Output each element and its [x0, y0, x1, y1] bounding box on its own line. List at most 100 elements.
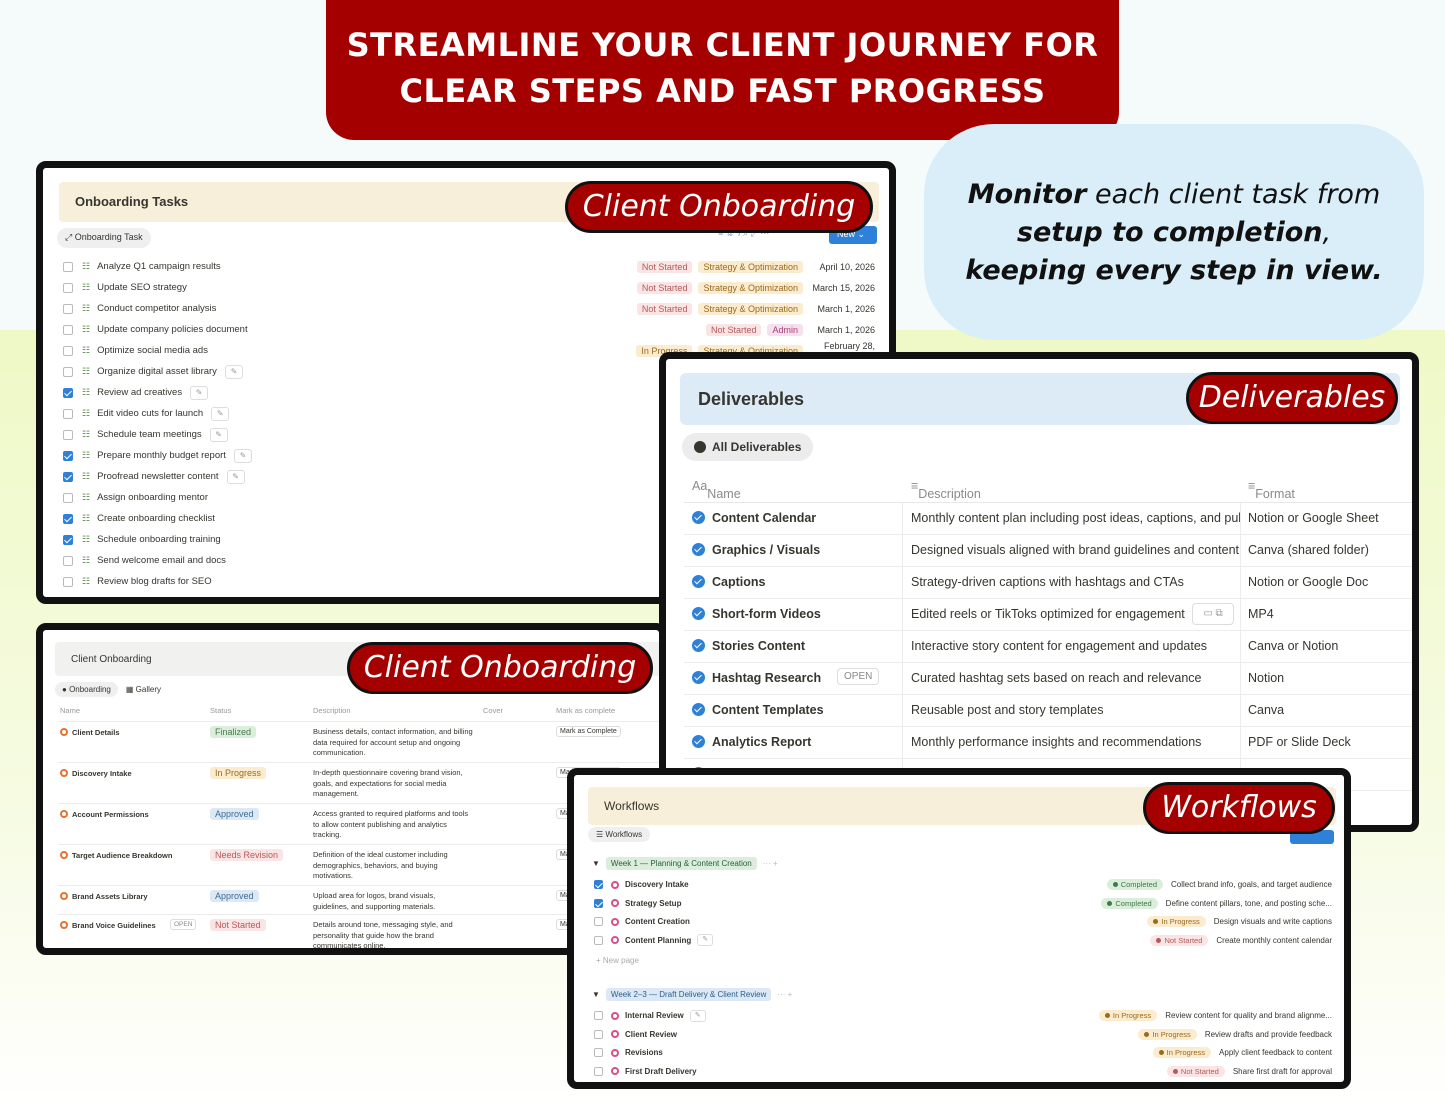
chevron-down-icon[interactable]: ▼: [592, 990, 600, 999]
task-checkbox[interactable]: [63, 450, 73, 461]
more-icon[interactable]: ··· +: [777, 990, 793, 999]
task-checkbox[interactable]: [63, 492, 73, 503]
task-row[interactable]: ☷Prepare monthly budget report✎: [63, 445, 883, 466]
task-checkbox[interactable]: [63, 471, 73, 482]
task-row[interactable]: ☷Review ad creatives✎: [63, 382, 883, 403]
row-name[interactable]: Captions: [692, 575, 765, 589]
toolbar-icons[interactable]: ≡ ⇅ ϟ ⌕ ⤢ ⋯: [718, 228, 770, 238]
open-button[interactable]: OPEN: [837, 668, 880, 685]
edit-icon[interactable]: ✎: [689, 1009, 706, 1022]
edit-icon[interactable]: ✎: [233, 448, 252, 463]
tab-workflows[interactable]: ☰ Workflows: [588, 827, 651, 842]
task-row[interactable]: ☷Edit video cuts for launch✎: [63, 403, 883, 424]
task-checkbox[interactable]: [63, 513, 73, 524]
row-name[interactable]: Content Templates: [692, 703, 824, 717]
row-name[interactable]: Hashtag Research: [692, 671, 821, 685]
row-name[interactable]: Account Permissions: [60, 810, 149, 819]
task-checkbox[interactable]: [63, 555, 73, 566]
row-name[interactable]: Target Audience Breakdown: [60, 851, 172, 860]
row-name[interactable]: Brand Voice Guidelines: [60, 921, 156, 930]
workflow-checkbox[interactable]: [594, 1048, 603, 1058]
task-checkbox[interactable]: [63, 534, 73, 545]
task-checkbox[interactable]: [63, 282, 73, 293]
mark-complete-button[interactable]: Mark as Complete: [556, 726, 621, 737]
row-name[interactable]: Analytics Report: [692, 735, 811, 749]
chevron-down-icon[interactable]: ▼: [592, 859, 600, 868]
workflow-checkbox[interactable]: [594, 917, 603, 927]
task-checkbox[interactable]: [63, 366, 73, 377]
task-row[interactable]: ☷Send welcome email and docs: [63, 550, 883, 571]
open-button[interactable]: OPEN: [170, 919, 197, 930]
group-header[interactable]: ▼Week 1 — Planning & Content Creation···…: [592, 857, 778, 870]
task-row[interactable]: ☷Schedule team meetings✎: [63, 424, 883, 445]
view-tab-onboarding-task[interactable]: ⤢ Onboarding Task: [57, 228, 151, 248]
task-checkbox[interactable]: [63, 303, 73, 314]
status-badge: Not Started: [636, 302, 693, 315]
row-name[interactable]: Graphics / Visuals: [692, 543, 820, 557]
row-name[interactable]: Stories Content: [692, 639, 805, 653]
more-icon[interactable]: ··· +: [762, 859, 778, 868]
edit-icon[interactable]: ✎: [190, 385, 209, 400]
edit-icon[interactable]: ✎: [226, 469, 245, 484]
workflow-checkbox[interactable]: [594, 1029, 603, 1039]
task-row[interactable]: ☷Schedule onboarding training: [63, 529, 883, 550]
task-checkbox[interactable]: [63, 429, 73, 440]
task-checkbox[interactable]: [63, 324, 73, 335]
task-checkbox[interactable]: [63, 261, 73, 272]
task-checkbox[interactable]: [63, 345, 73, 356]
workflow-checkbox[interactable]: [594, 1011, 603, 1020]
tab-onboarding[interactable]: ● Onboarding: [55, 682, 118, 697]
task-row[interactable]: ☷Assign onboarding mentor: [63, 487, 883, 508]
workflow-checkbox[interactable]: [594, 1066, 603, 1076]
comment-icon[interactable]: ▭ ⧉: [1192, 603, 1234, 625]
row-name[interactable]: Content Calendar: [692, 511, 816, 525]
task-row[interactable]: ☷Review blog drafts for SEO: [63, 571, 883, 592]
row-name[interactable]: Short-form Videos: [692, 607, 821, 621]
tab-gallery[interactable]: ▦ Gallery: [125, 685, 161, 694]
edit-icon[interactable]: ✎: [697, 934, 714, 947]
row-name[interactable]: Discovery Intake: [60, 769, 132, 778]
group-header[interactable]: ▼Week 2–3 — Draft Delivery & Client Revi…: [592, 988, 792, 1001]
row-name[interactable]: Brand Assets Library: [60, 892, 148, 901]
task-checkbox[interactable]: [63, 387, 73, 398]
workflow-checkbox[interactable]: [594, 898, 603, 908]
edit-icon[interactable]: ✎: [224, 364, 243, 379]
workflow-checkbox[interactable]: [594, 880, 603, 889]
row-name[interactable]: Client Details: [60, 728, 120, 737]
task-row[interactable]: ☷Organize digital asset library✎: [63, 361, 883, 382]
new-page-button[interactable]: + New page: [596, 956, 639, 965]
task-checkbox[interactable]: [63, 408, 73, 419]
tab-all-deliverables[interactable]: All Deliverables: [682, 433, 814, 461]
workflow-checkbox[interactable]: [594, 935, 603, 945]
edit-icon[interactable]: ✎: [209, 427, 228, 442]
row-format: Canva or Notion: [1248, 639, 1339, 653]
task-row[interactable]: ☷Proofread newsletter content✎: [63, 466, 883, 487]
task-checkbox[interactable]: [63, 576, 73, 587]
edit-icon[interactable]: ✎: [211, 406, 230, 421]
task-row[interactable]: ☷Create onboarding checklist: [63, 508, 883, 529]
